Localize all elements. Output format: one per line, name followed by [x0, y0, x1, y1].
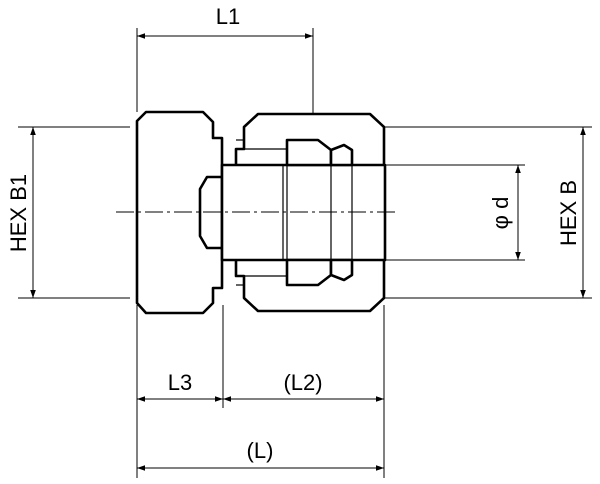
l1-label: L1: [216, 4, 240, 29]
l3-label: L3: [168, 370, 192, 395]
front-ferrule-bottom: [285, 258, 333, 287]
extension-lines: [18, 28, 592, 478]
phi-d-label: φ d: [488, 197, 513, 230]
hex-b1-label: HEX B1: [6, 174, 31, 252]
l-label: (L): [247, 438, 274, 463]
front-ferrule-top: [285, 138, 333, 167]
hex-b-label: HEX B: [556, 180, 581, 246]
dimension-lines: [30, 33, 586, 471]
l2-label: (L2): [283, 370, 322, 395]
back-ferrule-top: [329, 143, 354, 167]
back-ferrule-bottom: [329, 258, 354, 282]
